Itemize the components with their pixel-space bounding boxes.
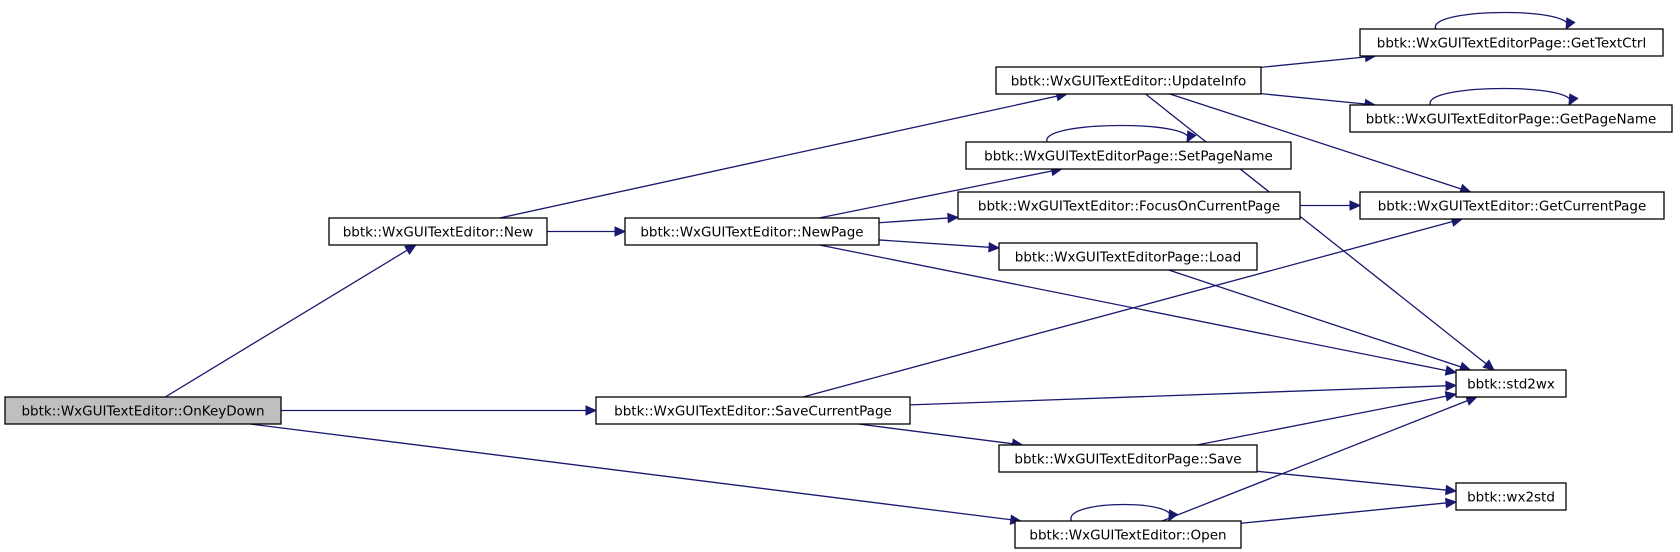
arrowhead-16 [1349, 200, 1362, 211]
node-box-focusoncurrentpage[interactable] [957, 191, 1301, 220]
edge-updateinfo-to-getcurrentpage [1169, 93, 1471, 193]
node-box-getcurrentpage[interactable] [1359, 191, 1665, 220]
node-label-updateinfo: bbtk::WxGUITextEditor::UpdateInfo [1011, 74, 1247, 90]
edge-updateinfo-to-getpagename [1260, 93, 1376, 106]
node-updateinfo[interactable]: bbtk::WxGUITextEditor::UpdateInfo [995, 66, 1262, 95]
node-gettextctrl[interactable]: bbtk::WxGUITextEditorPage::GetTextCtrl [1359, 28, 1664, 57]
arrowhead-19 [1445, 380, 1458, 392]
edge-gettextctrl-to-gettextctrl [1435, 11, 1569, 30]
node-label-gettextctrl: bbtk::WxGUITextEditorPage::GetTextCtrl [1377, 36, 1646, 52]
edge-save-to-wx2std [1256, 470, 1457, 492]
node-open[interactable]: bbtk::WxGUITextEditor::Open [1014, 520, 1242, 549]
node-label-wx2std: bbtk::wx2std [1467, 490, 1555, 506]
edge-new-to-updateinfo [499, 93, 1067, 219]
edge-open-to-wx2std [1240, 501, 1457, 524]
edge-savecurrentpage-to-getcurrentpage [802, 218, 1463, 398]
edge-savecurrentpage-to-save [858, 423, 1023, 446]
arrowhead-4 [614, 226, 627, 237]
edge-newpage-to-load [878, 239, 1000, 249]
edge-setpagename-to-setpagename [1046, 124, 1190, 143]
edge-newpage-to-focusoncurrentpage [878, 216, 959, 224]
edge-getpagename-to-getpagename [1429, 87, 1572, 106]
arrowhead-21 [1444, 391, 1458, 402]
node-label-save: bbtk::WxGUITextEditorPage::Save [1014, 452, 1241, 468]
edge-savecurrentpage-to-std2wx [909, 384, 1457, 406]
node-setpagename[interactable]: bbtk::WxGUITextEditorPage::SetPageName [965, 141, 1292, 170]
node-box-save[interactable] [998, 444, 1258, 473]
arrowhead-13 [1186, 130, 1197, 144]
node-box-wx2std[interactable] [1455, 482, 1567, 511]
node-label-std2wx: bbtk::std2wx [1467, 377, 1555, 393]
edge-open-to-std2wx [1162, 396, 1477, 522]
arrowhead-15 [1568, 93, 1579, 107]
node-label-load: bbtk::WxGUITextEditorPage::Load [1015, 250, 1241, 266]
node-label-focusoncurrentpage: bbtk::WxGUITextEditor::FocusOnCurrentPag… [978, 199, 1280, 215]
node-new[interactable]: bbtk::WxGUITextEditor::New [328, 217, 548, 246]
node-box-updateinfo[interactable] [995, 66, 1262, 95]
node-box-getpagename[interactable] [1349, 104, 1673, 133]
node-box-onkeydown[interactable] [4, 396, 282, 425]
edge-onkeydown-to-new [164, 244, 417, 398]
node-label-onkeydown: bbtk::WxGUITextEditor::OnKeyDown [21, 404, 264, 420]
node-onkeydown[interactable]: bbtk::WxGUITextEditor::OnKeyDown [4, 396, 282, 425]
node-label-savecurrentpage: bbtk::WxGUITextEditor::SaveCurrentPage [614, 404, 892, 420]
arrowhead-0 [404, 244, 417, 255]
arrowhead-12 [1482, 359, 1495, 371]
node-label-getcurrentpage: bbtk::WxGUITextEditor::GetCurrentPage [1378, 199, 1647, 215]
node-newpage[interactable]: bbtk::WxGUITextEditor::NewPage [624, 217, 880, 246]
node-label-getpagename: bbtk::WxGUITextEditorPage::GetPageName [1366, 112, 1657, 128]
node-label-newpage: bbtk::WxGUITextEditor::NewPage [640, 225, 863, 241]
edge-updateinfo-to-gettextctrl [1260, 55, 1376, 69]
node-box-open[interactable] [1014, 520, 1242, 549]
nodes-layer: bbtk::WxGUITextEditor::OnKeyDownbbtk::Wx… [4, 28, 1673, 549]
edge-updateinfo-to-std2wx [1145, 93, 1495, 371]
edge-open-to-open [1070, 503, 1172, 522]
node-wx2std[interactable]: bbtk::wx2std [1455, 482, 1567, 511]
edge-newpage-to-std2wx [819, 244, 1457, 374]
node-box-setpagename[interactable] [965, 141, 1292, 170]
node-label-open: bbtk::WxGUITextEditor::Open [1029, 528, 1226, 544]
node-box-gettextctrl[interactable] [1359, 28, 1664, 57]
node-savecurrentpage[interactable]: bbtk::WxGUITextEditor::SaveCurrentPage [595, 396, 911, 425]
node-box-savecurrentpage[interactable] [595, 396, 911, 425]
edge-load-to-std2wx [1168, 269, 1471, 371]
edge-save-to-std2wx [1196, 393, 1457, 446]
node-box-new[interactable] [328, 217, 548, 246]
node-std2wx[interactable]: bbtk::std2wx [1455, 369, 1567, 398]
edge-onkeydown-to-open [250, 423, 1021, 522]
node-label-setpagename: bbtk::WxGUITextEditorPage::SetPageName [984, 149, 1273, 165]
node-load[interactable]: bbtk::WxGUITextEditorPage::Load [998, 242, 1258, 271]
arrowhead-7 [988, 241, 1001, 253]
node-getcurrentpage[interactable]: bbtk::WxGUITextEditor::GetCurrentPage [1359, 191, 1665, 220]
node-box-std2wx[interactable] [1455, 369, 1567, 398]
node-getpagename[interactable]: bbtk::WxGUITextEditorPage::GetPageName [1349, 104, 1673, 133]
edges-layer [164, 11, 1579, 525]
arrowhead-1 [585, 405, 598, 416]
node-box-newpage[interactable] [624, 217, 880, 246]
arrowhead-25 [1445, 497, 1458, 509]
arrowhead-22 [1445, 484, 1458, 496]
arrowhead-14 [1565, 17, 1576, 31]
edge-newpage-to-setpagename [818, 168, 1062, 219]
node-label-new: bbtk::WxGUITextEditor::New [343, 225, 534, 241]
arrowhead-6 [947, 212, 960, 224]
node-box-load[interactable] [998, 242, 1258, 271]
node-focusoncurrentpage[interactable]: bbtk::WxGUITextEditor::FocusOnCurrentPag… [957, 191, 1301, 220]
arrowhead-24 [1465, 395, 1478, 406]
arrowhead-8 [1444, 365, 1458, 376]
node-save[interactable]: bbtk::WxGUITextEditorPage::Save [998, 444, 1258, 473]
